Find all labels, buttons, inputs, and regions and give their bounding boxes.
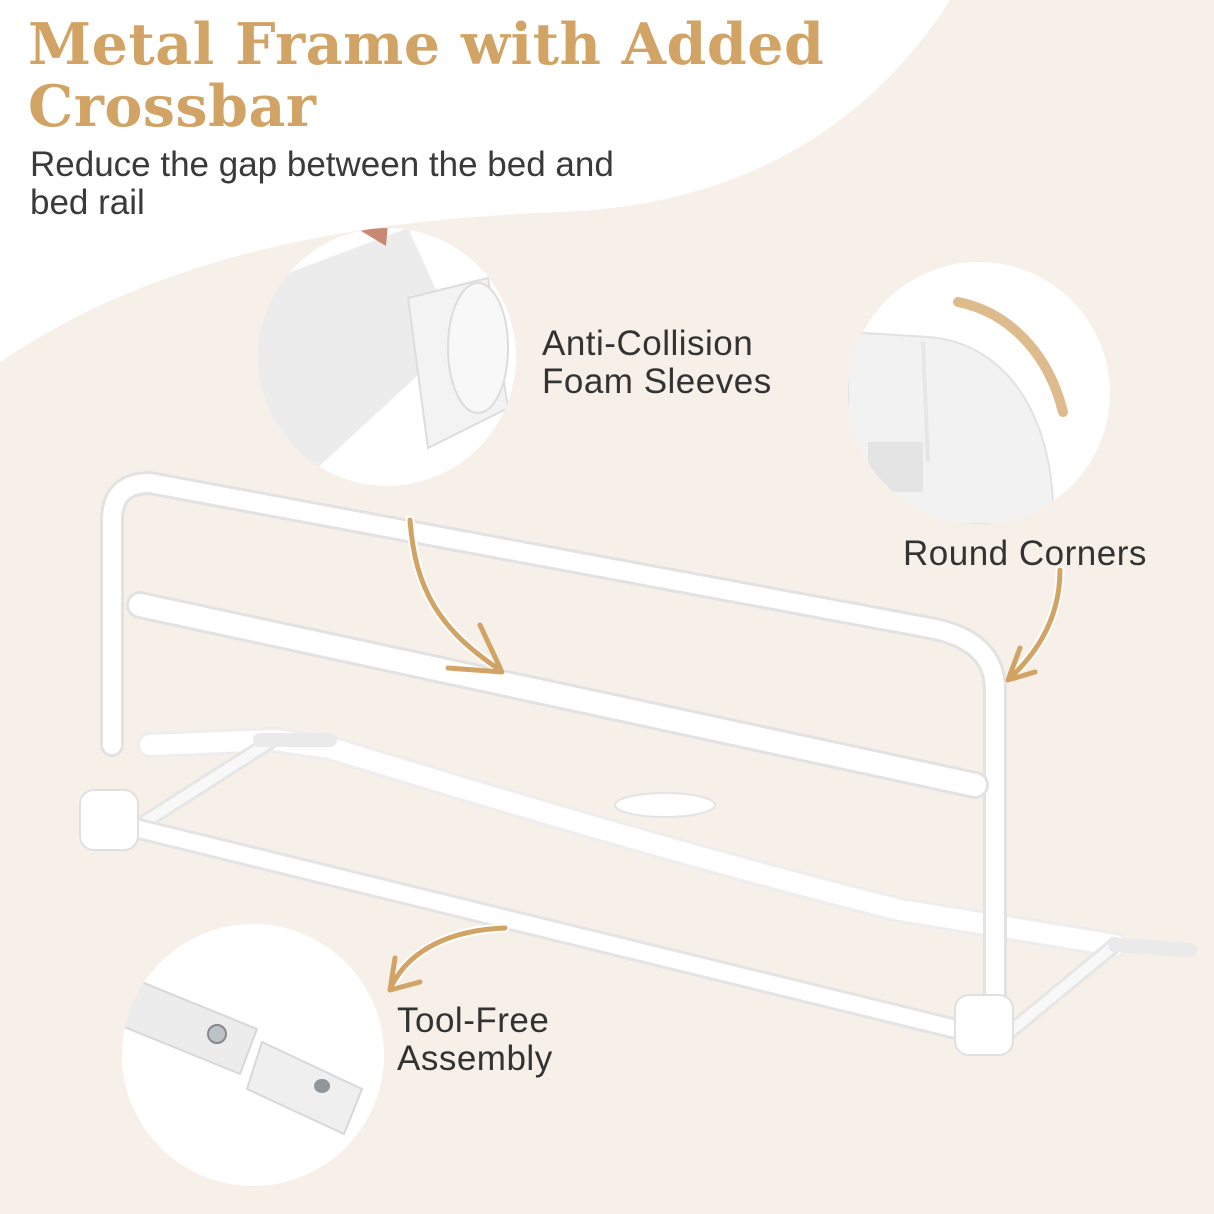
round-corners-label: Round Corners <box>903 534 1147 573</box>
foam-sleeves-label: Anti-Collision Foam Sleeves <box>542 324 772 401</box>
tool-free-label: Tool-Free Assembly <box>397 1001 553 1078</box>
round-corner-closeup <box>848 262 1110 524</box>
tube-connector-icon <box>122 972 364 1136</box>
foam-sleeve-closeup <box>258 228 516 486</box>
arrow-to-crossbar <box>407 517 503 673</box>
foam-sleeve-icon <box>258 228 510 486</box>
arrow-to-connector <box>389 925 508 988</box>
page-title: Metal Frame with Added Crossbar <box>28 11 825 140</box>
tube-connector-closeup <box>122 924 384 1186</box>
round-corner-icon <box>848 297 1068 524</box>
page-subtitle: Reduce the gap between the bed and bed r… <box>30 145 614 222</box>
arrow-to-round-corner <box>1007 567 1063 681</box>
